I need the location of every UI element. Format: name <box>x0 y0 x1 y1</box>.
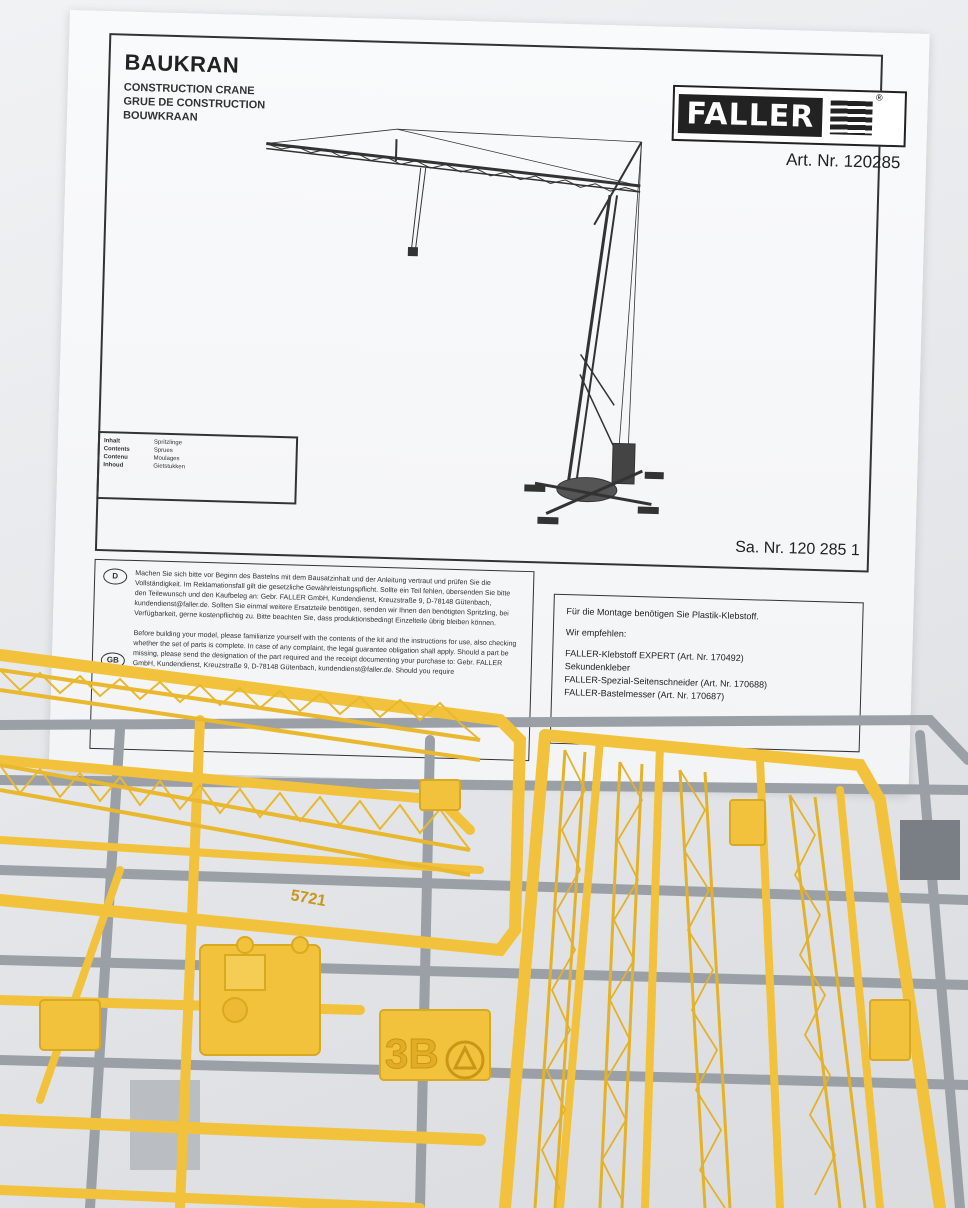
lattice-jib-1 <box>0 668 481 762</box>
vertical-lattice-mast <box>533 749 867 1208</box>
crane-jib <box>266 128 642 193</box>
crane-drawing <box>266 128 664 525</box>
lattice-jib-2 <box>0 763 471 877</box>
instruction-sheet: BAUKRAN CONSTRUCTION CRANE GRUE DE CONST… <box>48 10 930 794</box>
crane-base <box>524 442 664 525</box>
sprue-part-label: 3B <box>385 1030 439 1077</box>
sprue-parts <box>39 779 911 1081</box>
recycle-icon <box>445 1040 485 1080</box>
yellow-sprue-left <box>0 649 527 1208</box>
crane-hook <box>407 167 427 257</box>
crane-mast <box>565 141 643 495</box>
sprue-code-label: 5721 <box>289 887 327 910</box>
